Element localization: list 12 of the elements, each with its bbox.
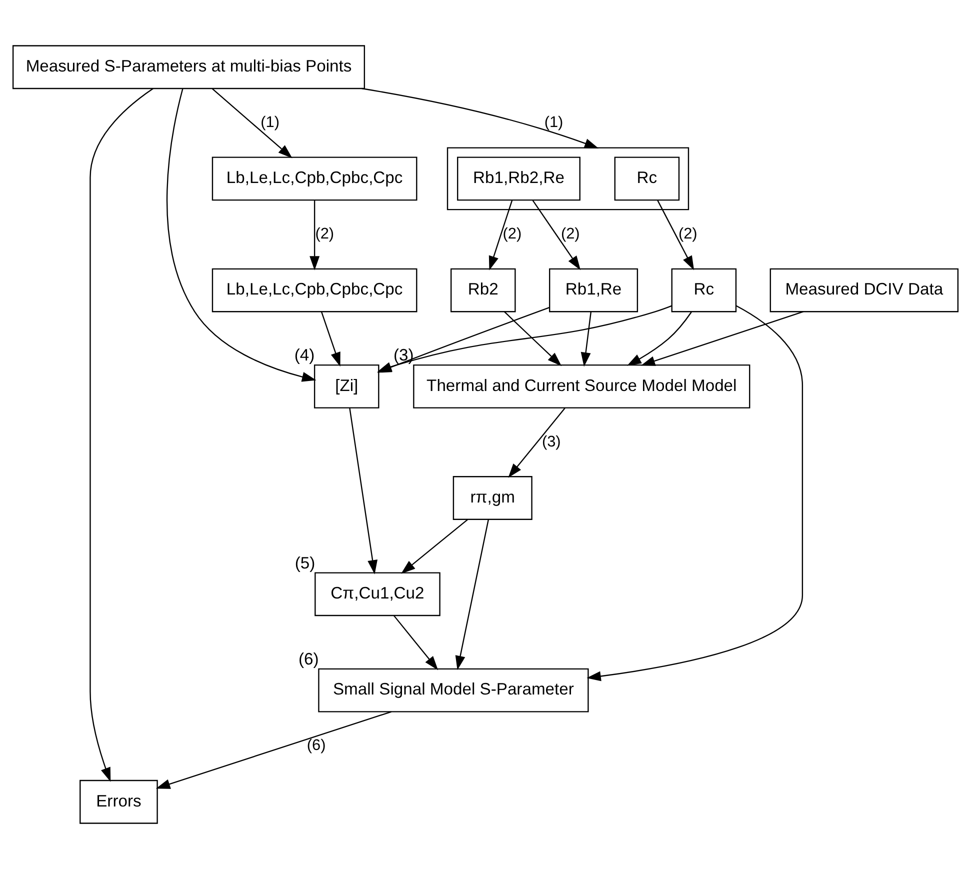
edge-label: (1) [260, 114, 280, 131]
edge-label: (1) [544, 114, 564, 131]
edge-label: (2) [678, 226, 698, 243]
node-label: (6) [298, 649, 319, 668]
edge-label: (3) [542, 433, 561, 450]
edge-label: (2) [315, 226, 334, 243]
edge-label: (2) [560, 226, 580, 243]
node-label: (3) [393, 346, 414, 365]
node-label: (5) [294, 553, 316, 572]
edge-label: (6) [306, 737, 326, 754]
node-label: (4) [294, 346, 315, 365]
edge-label: (2) [502, 226, 522, 243]
